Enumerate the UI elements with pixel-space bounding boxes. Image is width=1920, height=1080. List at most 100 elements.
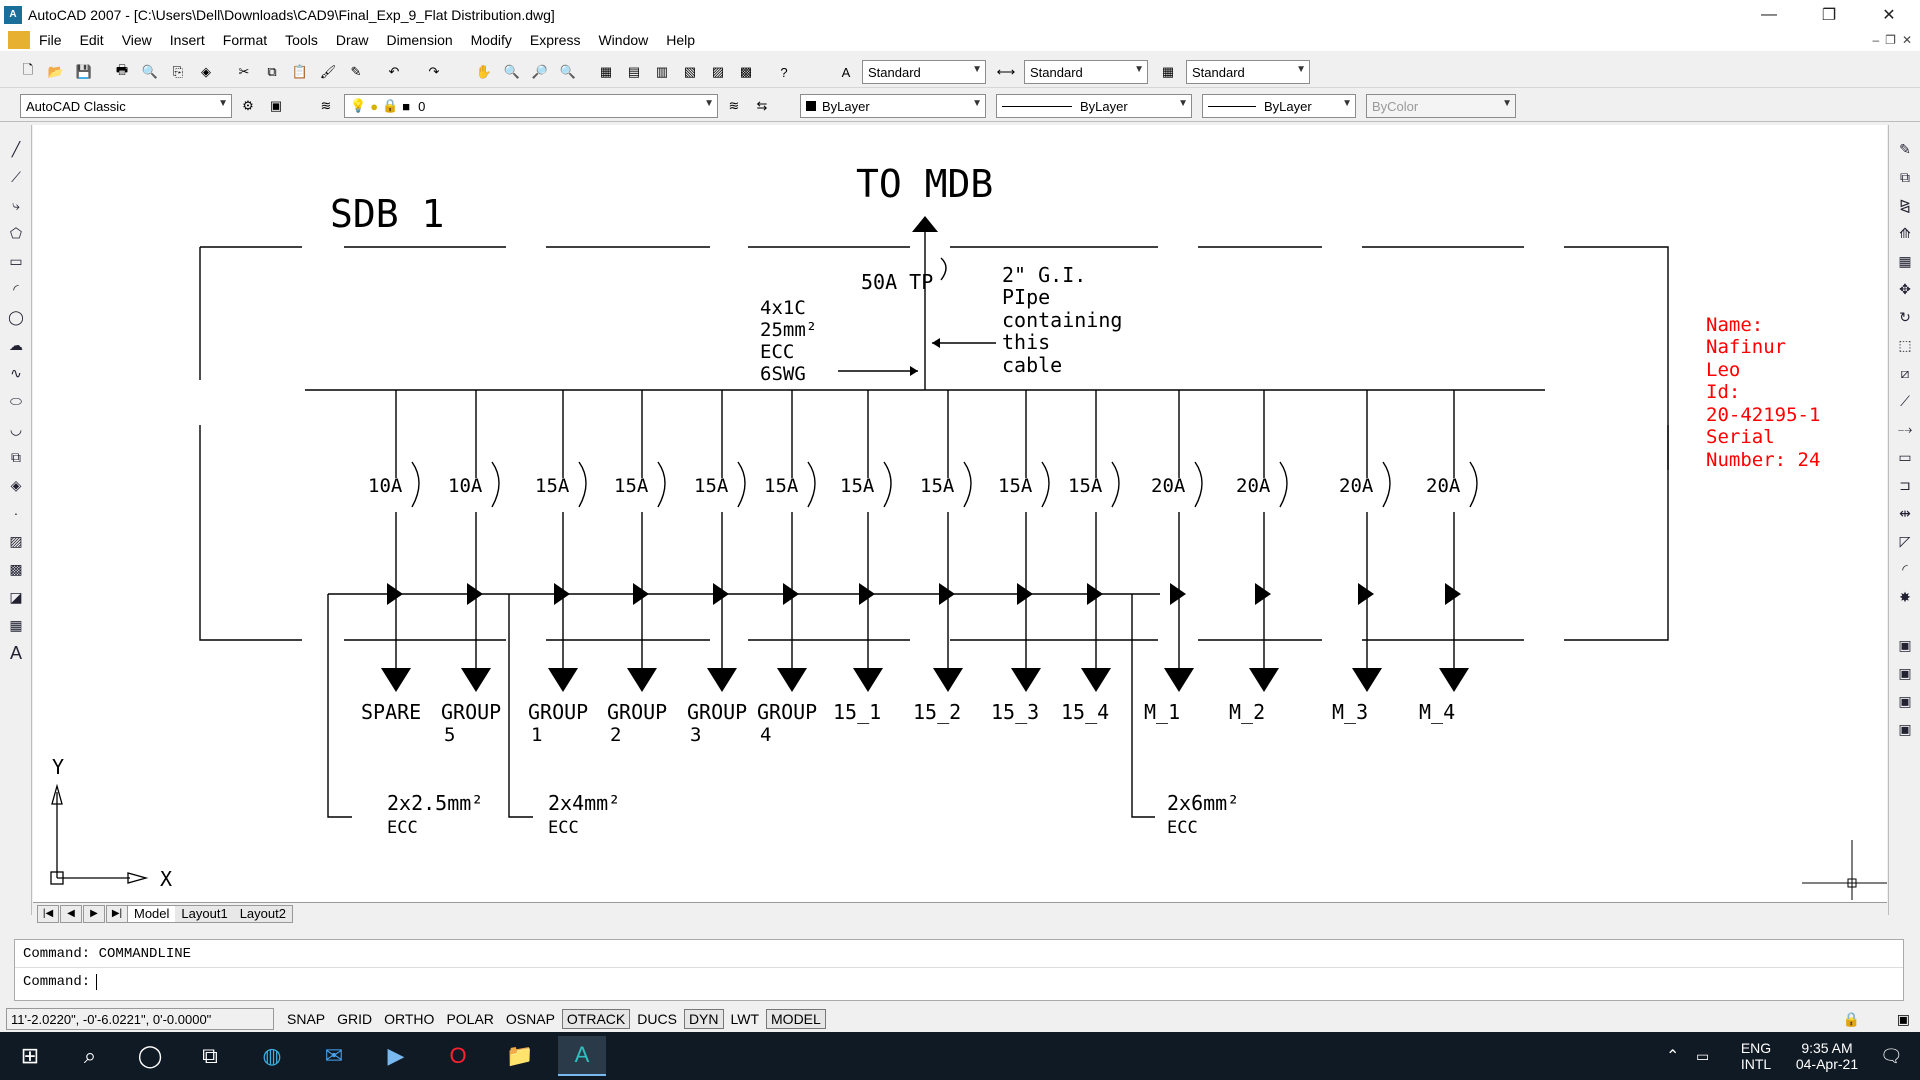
next-tab-icon[interactable]: ▶ bbox=[83, 904, 105, 923]
task-view-icon[interactable]: ⧉ bbox=[202, 1043, 218, 1068]
doc-close-icon[interactable]: ✕ bbox=[1901, 33, 1912, 47]
menu-dimension[interactable]: Dimension bbox=[386, 32, 453, 48]
block-editor-icon[interactable]: ✎ bbox=[350, 64, 362, 79]
doc-restore-icon[interactable]: ❐ bbox=[1885, 33, 1896, 47]
tray-chevron-icon[interactable]: ⌃ bbox=[1666, 1048, 1680, 1065]
copy-icon[interactable]: ⧉ bbox=[267, 64, 277, 79]
menu-modify[interactable]: Modify bbox=[470, 32, 512, 48]
rotate-icon[interactable]: ↻ bbox=[1899, 308, 1911, 325]
search-icon[interactable]: ⌕ bbox=[83, 1043, 97, 1068]
save-icon[interactable]: 💾 bbox=[75, 64, 93, 79]
insert-block-icon[interactable]: ⧉ bbox=[11, 448, 21, 465]
plot-preview-icon[interactable]: 🔍 bbox=[141, 64, 159, 79]
properties-icon[interactable]: ▦ bbox=[599, 64, 613, 79]
new-icon[interactable]: 🗋 bbox=[22, 62, 34, 77]
notifications-icon[interactable]: 🗨 bbox=[1880, 1045, 1903, 1066]
revision-cloud-icon[interactable]: ☁ bbox=[9, 336, 23, 353]
workspace-settings-icon[interactable]: ⚙ bbox=[242, 98, 254, 113]
stretch-icon[interactable]: ⧄ bbox=[1900, 364, 1910, 381]
mirror-icon[interactable]: ⧎ bbox=[1899, 196, 1911, 213]
layer-manager-icon[interactable]: ≋ bbox=[320, 98, 332, 113]
markup-icon[interactable]: ▨ bbox=[711, 64, 725, 79]
cut-icon[interactable]: ✂ bbox=[238, 64, 250, 79]
multiline-text-icon[interactable]: A bbox=[9, 642, 22, 663]
dyn-toggle[interactable]: DYN bbox=[683, 1009, 724, 1029]
tool-palettes-icon[interactable]: ▥ bbox=[655, 64, 669, 79]
rectangle-icon[interactable]: ▭ bbox=[9, 252, 23, 269]
command-input[interactable]: Command: bbox=[15, 968, 1903, 996]
close-button[interactable]: ✕ bbox=[1882, 6, 1896, 24]
calculator-icon[interactable]: ▩ bbox=[739, 64, 753, 79]
table-style-icon[interactable]: ▦ bbox=[1161, 64, 1175, 79]
break-at-point-icon[interactable]: ▭ bbox=[1898, 448, 1912, 465]
offset-icon[interactable]: ⟰ bbox=[1899, 224, 1911, 241]
zoom-realtime-icon[interactable]: 🔍 bbox=[503, 64, 521, 79]
circle-icon[interactable]: ◯ bbox=[8, 308, 24, 325]
zoom-window-icon[interactable]: 🔎 bbox=[531, 64, 549, 79]
join-icon[interactable]: ⇹ bbox=[1899, 504, 1911, 521]
undo-icon[interactable]: ↶ bbox=[388, 64, 400, 79]
arc-icon[interactable]: ◜ bbox=[13, 280, 19, 297]
ducs-toggle[interactable]: DUCS bbox=[637, 1011, 677, 1027]
polar-toggle[interactable]: POLAR bbox=[446, 1011, 494, 1027]
start-icon[interactable]: ⊞ bbox=[20, 1043, 40, 1068]
lwt-toggle[interactable]: LWT bbox=[730, 1011, 760, 1027]
my-workspace-icon[interactable]: ▣ bbox=[269, 98, 283, 113]
dim-style-icon[interactable]: ⟷ bbox=[996, 64, 1016, 79]
otrack-toggle[interactable]: OTRACK bbox=[561, 1009, 631, 1029]
prev-tab-icon[interactable]: ◀ bbox=[60, 904, 82, 923]
make-block-icon[interactable]: ◈ bbox=[10, 476, 22, 493]
document-icon[interactable] bbox=[8, 31, 30, 49]
move-icon[interactable]: ✥ bbox=[1899, 280, 1911, 297]
line-icon[interactable]: ╱ bbox=[11, 140, 21, 157]
erase-icon[interactable]: ✎ bbox=[1899, 140, 1911, 157]
ellipse-arc-icon[interactable]: ◡ bbox=[9, 420, 23, 437]
draworder-front-icon[interactable]: ▣ bbox=[1898, 636, 1912, 653]
battery-icon[interactable]: ▭ bbox=[1696, 1047, 1710, 1064]
3d-dwf-icon[interactable]: ◈ bbox=[201, 64, 211, 79]
text-style-select[interactable]: Standard▼ bbox=[862, 60, 986, 84]
last-tab-icon[interactable]: ▶| bbox=[106, 904, 128, 923]
draworder-above-icon[interactable]: ▣ bbox=[1898, 692, 1912, 709]
autocad-icon[interactable]: A bbox=[4, 5, 22, 24]
match-properties-icon[interactable]: 🖌 bbox=[319, 64, 337, 79]
lineweight-select[interactable]: ByLayer▼ bbox=[1202, 94, 1356, 118]
opera-icon[interactable]: O bbox=[449, 1043, 467, 1068]
explode-icon[interactable]: ✸ bbox=[1899, 588, 1911, 605]
snap-toggle[interactable]: SNAP bbox=[287, 1011, 326, 1027]
trim-icon[interactable]: ⟋ bbox=[1900, 392, 1910, 409]
menu-help[interactable]: Help bbox=[666, 32, 696, 48]
autocad-task-icon[interactable]: A bbox=[558, 1036, 606, 1076]
dim-style-select[interactable]: Standard▼ bbox=[1024, 60, 1148, 84]
sheet-set-icon[interactable]: ▧ bbox=[683, 64, 697, 79]
command-window[interactable]: Command: COMMANDLINE Command: bbox=[14, 939, 1904, 1001]
open-icon[interactable]: 📂 bbox=[47, 64, 65, 79]
gradient-icon[interactable]: ▩ bbox=[9, 560, 23, 577]
point-icon[interactable]: · bbox=[13, 505, 19, 521]
doc-minimize-icon[interactable]: – bbox=[1872, 33, 1880, 47]
table-icon[interactable]: ▦ bbox=[9, 616, 23, 633]
menu-view[interactable]: View bbox=[121, 32, 152, 48]
menu-express[interactable]: Express bbox=[529, 32, 581, 48]
paste-icon[interactable]: 📋 bbox=[291, 64, 309, 79]
communication-center-icon[interactable]: 🔒 bbox=[1842, 1010, 1860, 1027]
plot-icon[interactable]: 🖶 bbox=[115, 62, 129, 77]
fillet-icon[interactable]: ◜ bbox=[1902, 560, 1908, 577]
spline-icon[interactable]: ∿ bbox=[10, 364, 22, 381]
tab-model[interactable]: Model bbox=[128, 904, 177, 923]
draworder-back-icon[interactable]: ▣ bbox=[1898, 664, 1912, 681]
menu-edit[interactable]: Edit bbox=[79, 32, 104, 48]
make-layer-current-icon[interactable]: ≋ bbox=[728, 98, 740, 113]
grid-toggle[interactable]: GRID bbox=[337, 1011, 373, 1027]
break-icon[interactable]: ⊐ bbox=[1899, 476, 1911, 493]
tab-layout1[interactable]: Layout1 bbox=[175, 904, 235, 923]
menu-tools[interactable]: Tools bbox=[285, 32, 318, 48]
construction-line-icon[interactable]: ⟋ bbox=[11, 168, 21, 185]
region-icon[interactable]: ◪ bbox=[9, 588, 23, 605]
file-explorer-icon[interactable]: 📁 bbox=[506, 1043, 534, 1068]
scale-icon[interactable]: ⬚ bbox=[1898, 336, 1912, 353]
chamfer-icon[interactable]: ◸ bbox=[1899, 532, 1911, 549]
color-select[interactable]: ByLayer▼ bbox=[800, 94, 986, 118]
